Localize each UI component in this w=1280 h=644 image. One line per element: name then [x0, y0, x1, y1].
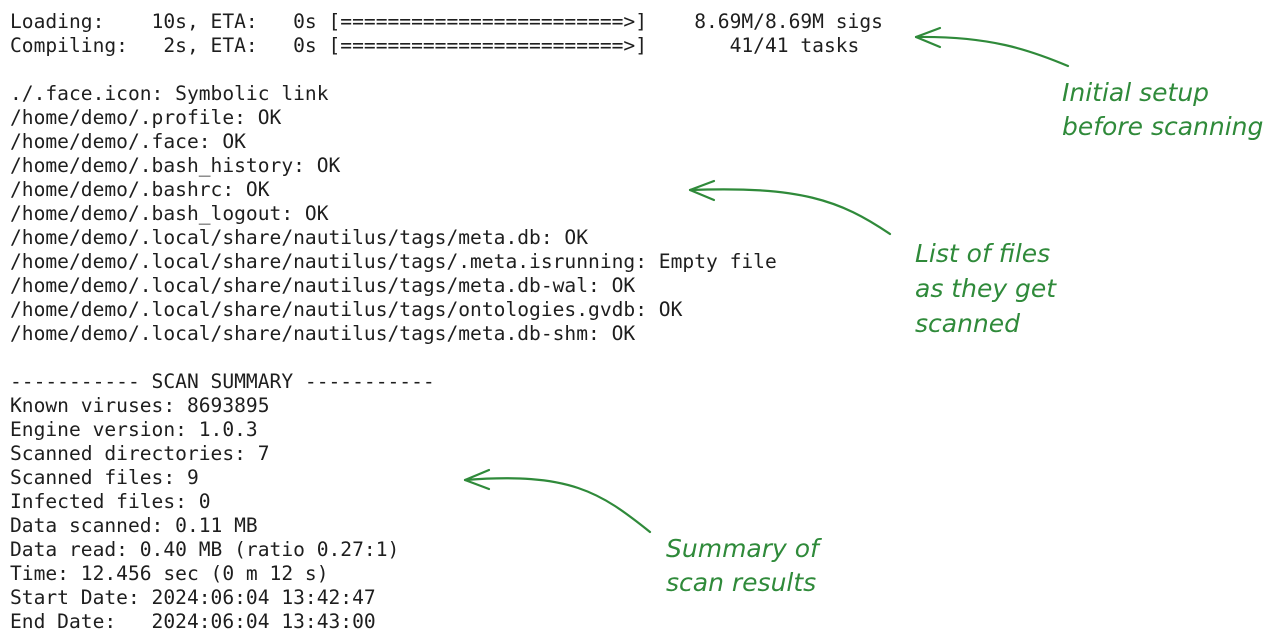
- summary-arrow-icon: [463, 468, 652, 534]
- scanned-file-line: /home/demo/.profile: OK: [10, 106, 282, 129]
- scanned-file-line: /home/demo/.bash_logout: OK: [10, 202, 329, 225]
- summary-time: Time: 12.456 sec (0 m 12 s): [10, 562, 329, 585]
- scanned-file-line: /home/demo/.local/share/nautilus/tags/me…: [10, 274, 636, 297]
- scan-summary-header: ----------- SCAN SUMMARY -----------: [10, 370, 435, 393]
- scanned-file-line: /home/demo/.bashrc: OK: [10, 178, 270, 201]
- files-arrow-icon: [688, 179, 892, 236]
- files-annotation: List of files as they get scanned: [915, 236, 1056, 341]
- terminal-output: Loading: 10s, ETA: 0s [=================…: [10, 10, 910, 634]
- summary-start-date: Start Date: 2024:06:04 13:42:47: [10, 586, 376, 609]
- summary-end-date: End Date: 2024:06:04 13:43:00: [10, 610, 376, 633]
- loading-progress-line: Loading: 10s, ETA: 0s [=================…: [10, 10, 883, 33]
- setup-annotation-line: before scanning: [1062, 112, 1264, 141]
- summary-scanned-files: Scanned files: 9: [10, 466, 199, 489]
- setup-annotation-line: Initial setup: [1062, 78, 1210, 107]
- scanned-file-line: /home/demo/.local/share/nautilus/tags/on…: [10, 298, 683, 321]
- compiling-progress-line: Compiling: 2s, ETA: 0s [================…: [10, 34, 860, 57]
- scanned-file-line: /home/demo/.local/share/nautilus/tags/.m…: [10, 250, 777, 273]
- scanned-file-line: /home/demo/.local/share/nautilus/tags/me…: [10, 226, 589, 249]
- scanned-file-line: /home/demo/.bash_history: OK: [10, 154, 341, 177]
- setup-annotation: Initial setup before scanning: [1062, 76, 1263, 144]
- summary-engine-version: Engine version: 1.0.3: [10, 418, 258, 441]
- summary-annotation-line: Summary of: [666, 534, 819, 563]
- setup-arrow-icon: [914, 26, 1070, 68]
- files-annotation-line: scanned: [915, 309, 1021, 338]
- scanned-file-line: /home/demo/.local/share/nautilus/tags/me…: [10, 322, 636, 345]
- summary-known-viruses: Known viruses: 8693895: [10, 394, 270, 417]
- summary-scanned-directories: Scanned directories: 7: [10, 442, 270, 465]
- files-annotation-line: List of files: [915, 239, 1051, 268]
- summary-annotation: Summary of scan results: [666, 532, 819, 600]
- summary-data-scanned: Data scanned: 0.11 MB: [10, 514, 258, 537]
- scanned-file-line: /home/demo/.face: OK: [10, 130, 246, 153]
- summary-data-read: Data read: 0.40 MB (ratio 0.27:1): [10, 538, 400, 561]
- scanned-file-line: ./.face.icon: Symbolic link: [10, 82, 329, 105]
- summary-annotation-line: scan results: [666, 568, 817, 597]
- files-annotation-line: as they get: [915, 274, 1057, 303]
- summary-infected-files: Infected files: 0: [10, 490, 211, 513]
